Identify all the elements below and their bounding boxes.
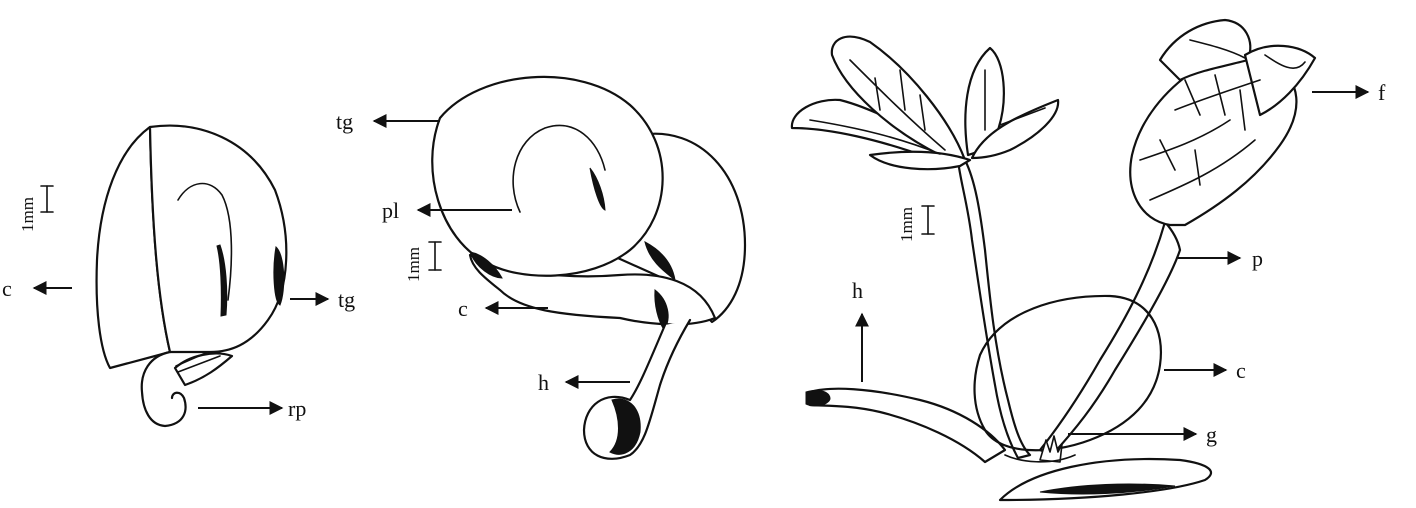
emerging-radicle	[142, 352, 186, 426]
label-c-c: c	[1236, 358, 1246, 383]
label-a-tg: tg	[338, 287, 355, 312]
label-b-pl: pl	[382, 198, 399, 223]
front-cotyledon	[432, 77, 662, 276]
hypocotyl-c-tip	[806, 390, 830, 405]
panel-a-germinating-seed: 1mm c tg rp	[2, 126, 355, 426]
panel-b-seedling-early: 1mm tg pl c h	[336, 77, 745, 459]
scale-bar-a-label: 1mm	[18, 197, 37, 232]
scale-bar-b-label: 1mm	[404, 247, 423, 282]
label-b-c: c	[458, 296, 468, 321]
scale-bar-c: 1mm	[897, 206, 934, 242]
cotyledon-body	[150, 126, 286, 352]
label-c-p: p	[1252, 246, 1263, 271]
right-leaf-cluster	[1130, 20, 1315, 225]
label-b-tg: tg	[336, 109, 353, 134]
label-c-f: f	[1378, 80, 1386, 105]
left-leaf-cluster	[792, 37, 1058, 169]
label-a-c: c	[2, 276, 12, 301]
scale-bar-b: 1mm	[404, 242, 441, 282]
panel-c-seedling-developed: 1mm f p h c g	[792, 20, 1386, 500]
label-c-h: h	[852, 278, 863, 303]
label-b-h: h	[538, 370, 549, 395]
label-a-rp: rp	[288, 396, 306, 421]
scale-bar-a: 1mm	[18, 186, 53, 232]
label-c-g: g	[1206, 422, 1217, 447]
scale-bar-c-label: 1mm	[897, 207, 916, 242]
